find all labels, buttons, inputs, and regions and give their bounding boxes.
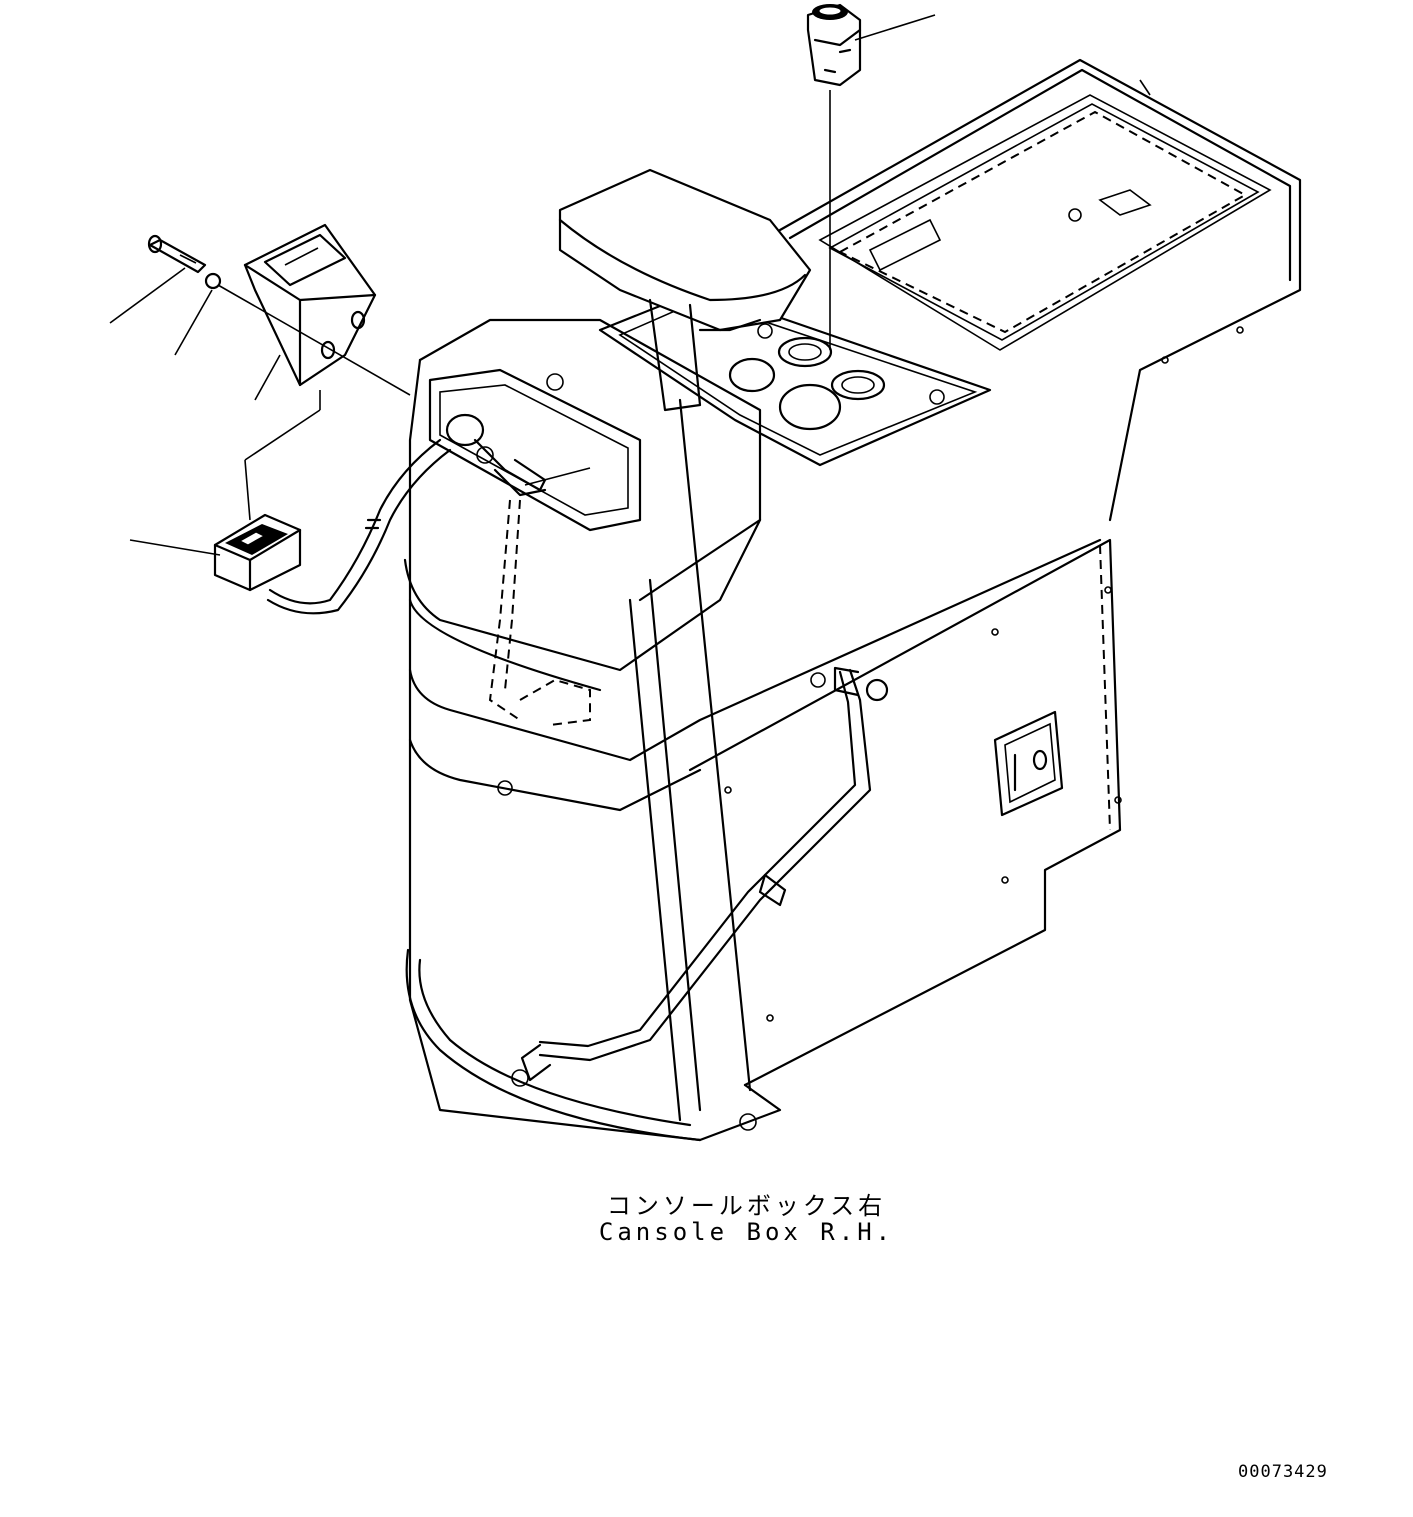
wire-harness <box>266 438 889 1082</box>
console-tower <box>403 318 1102 1142</box>
bracket <box>243 223 377 387</box>
bolt <box>147 234 207 274</box>
washer <box>204 272 222 290</box>
console-rear-tray <box>778 58 1302 522</box>
drawing-number: 00073429 <box>1238 1462 1328 1482</box>
leader-lines <box>109 14 936 556</box>
top-connector-switch <box>806 3 862 87</box>
caption-english: Cansole Box R.H. <box>598 1218 895 1246</box>
armrest <box>558 168 812 412</box>
caption-japanese: コンソールボックス右 <box>606 1192 887 1220</box>
rocker-switch <box>213 513 302 592</box>
console-side-panel <box>688 326 1244 1087</box>
lever-assembly <box>445 373 564 497</box>
control-panel-top <box>598 288 992 467</box>
